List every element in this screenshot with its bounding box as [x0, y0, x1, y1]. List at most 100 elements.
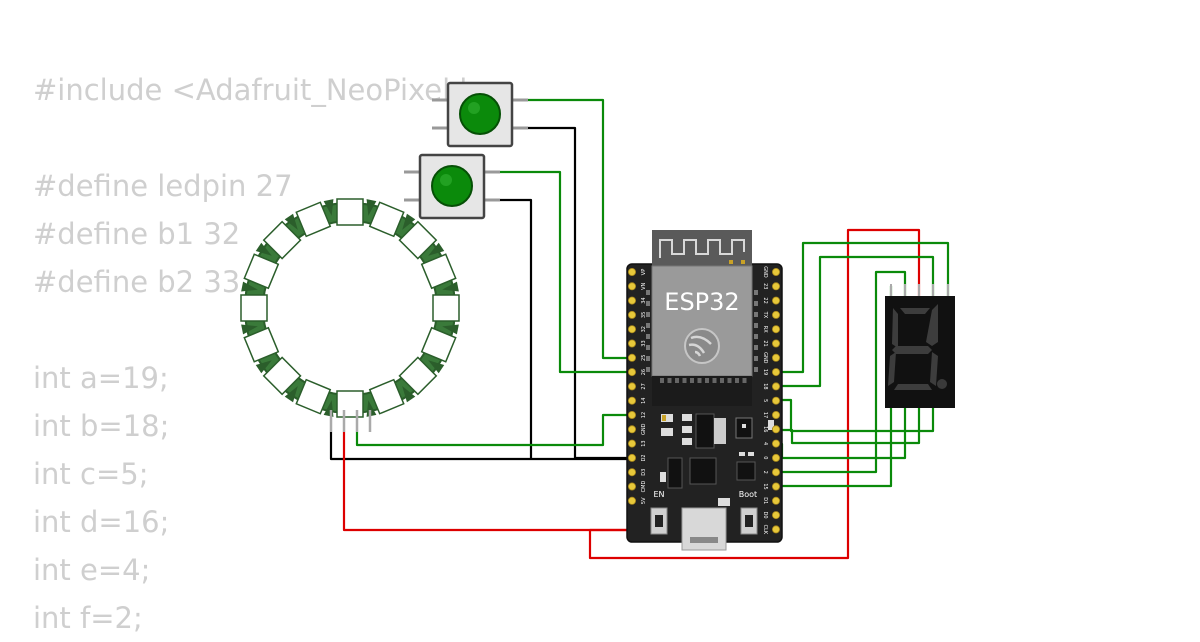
button2-cap[interactable] [431, 165, 473, 207]
esp32-pin[interactable]: 35 [628, 310, 647, 319]
module-pad [754, 356, 758, 361]
led-spacer [284, 386, 298, 403]
esp32-pin[interactable]: CLK [762, 525, 781, 535]
esp32-pin[interactable]: 12 [628, 410, 647, 419]
esp32-pin[interactable]: 15 [762, 482, 781, 491]
neopixel-led[interactable] [368, 201, 405, 238]
pin-label: 25 [641, 355, 647, 361]
esp32-pin[interactable]: 2 [762, 468, 781, 477]
esp32-pin[interactable]: GND [628, 423, 647, 435]
esp32-pin[interactable]: CMD [628, 481, 647, 493]
esp32-pin[interactable]: GND [762, 266, 781, 278]
esp32-pin[interactable]: D3 [628, 468, 647, 477]
esp32-pin[interactable]: GND [762, 352, 781, 364]
neopixel-led[interactable] [295, 201, 332, 238]
pin-label: 5 [762, 399, 768, 402]
neopixel-led[interactable] [420, 326, 457, 363]
esp32-pin[interactable]: 33 [628, 339, 647, 348]
esp32-pin[interactable]: D1 [762, 496, 781, 505]
esp32-board[interactable]: ESP32 [626, 230, 783, 551]
module-pad [646, 312, 650, 317]
wire-seg-d[interactable] [776, 400, 921, 445]
esp32-pin[interactable]: D0 [762, 511, 781, 520]
neopixel-led[interactable] [243, 253, 280, 290]
wire-ring-data[interactable] [355, 413, 632, 447]
neopixel-led[interactable] [262, 356, 302, 396]
pin-label: 2 [762, 471, 768, 474]
pin-label: D0 [762, 512, 768, 519]
esp32-pin[interactable]: D2 [628, 453, 647, 462]
neopixel-led[interactable] [336, 198, 364, 226]
display-segment [930, 352, 938, 386]
wire-button2-gnd[interactable] [500, 198, 533, 458]
esp32-pin[interactable]: 26 [628, 368, 647, 377]
esp32-pin[interactable]: 25 [628, 353, 647, 362]
ring-pins [329, 410, 372, 432]
push-button-2[interactable] [404, 153, 500, 220]
wire-button2-signal[interactable] [500, 170, 632, 374]
esp32-pin[interactable]: RX [762, 325, 781, 334]
esp32-pin[interactable]: 5V [628, 496, 647, 505]
wire-seg-e[interactable] [776, 400, 907, 460]
wire-button1-signal[interactable] [528, 98, 632, 360]
wire-seg-f[interactable] [776, 270, 907, 474]
pin-label: GND [641, 423, 647, 435]
neopixel-led[interactable] [398, 356, 438, 396]
push-button-1[interactable] [432, 81, 528, 148]
neopixel-led[interactable] [295, 378, 332, 415]
pin-label: 23 [762, 283, 768, 289]
esp32-pin[interactable]: 32 [628, 325, 647, 334]
wire-seg-a[interactable] [776, 241, 950, 374]
esp32-pin[interactable]: 17 [762, 410, 781, 419]
pin-label: 13 [641, 440, 647, 446]
wire-display-common[interactable] [588, 228, 921, 560]
wire-seg-b[interactable] [776, 255, 935, 388]
esp32-pin[interactable]: 4 [762, 439, 781, 448]
display-segment [892, 308, 898, 348]
display-segment [926, 304, 938, 346]
neopixel-ring[interactable] [240, 198, 460, 432]
neopixel-led[interactable] [432, 294, 460, 322]
pin-label: CMD [641, 481, 647, 493]
en-button-label: EN [653, 490, 664, 499]
neopixel-led[interactable] [398, 220, 438, 260]
seven-segment-display[interactable] [885, 284, 955, 408]
esp32-pin[interactable]: 27 [628, 382, 647, 391]
neopixel-led[interactable] [420, 253, 457, 290]
module-pad [705, 378, 709, 383]
wire-ring-gnd[interactable] [329, 432, 632, 461]
esp32-pin[interactable]: 23 [762, 282, 781, 291]
led-spacer [255, 242, 272, 256]
esp32-pin[interactable]: VP [628, 267, 647, 276]
esp32-pin[interactable]: 5 [762, 396, 781, 405]
esp32-pin[interactable]: 14 [628, 396, 647, 405]
led-spacer [402, 386, 416, 403]
display-segment [894, 384, 932, 390]
neopixel-led[interactable] [262, 220, 302, 260]
module-pad [754, 323, 758, 328]
module-pad [697, 378, 702, 383]
esp32-pin[interactable]: VN [628, 282, 647, 291]
wire-button1-gnd[interactable] [528, 126, 632, 460]
module-pad [660, 378, 664, 383]
neopixel-led[interactable] [368, 378, 405, 415]
esp32-pin[interactable]: 19 [762, 368, 781, 377]
button1-cap[interactable] [459, 93, 501, 135]
micro-usb-port[interactable] [681, 507, 727, 551]
pin-label: 15 [762, 483, 768, 489]
esp32-pin[interactable]: 13 [628, 439, 647, 448]
esp32-pin[interactable]: 18 [762, 382, 781, 391]
neopixel-led[interactable] [336, 390, 364, 418]
esp32-pin[interactable]: 21 [762, 339, 781, 348]
esp32-pin[interactable]: TX [762, 311, 781, 319]
neopixel-led[interactable] [240, 294, 268, 322]
esp32-pin[interactable]: 34 [628, 296, 647, 305]
antenna [652, 230, 752, 268]
module-pad [754, 312, 758, 317]
neopixel-led[interactable] [243, 326, 280, 363]
esp32-pin[interactable]: 22 [762, 296, 781, 305]
code-line: int b=18; [33, 409, 170, 443]
wire-ring-vcc[interactable] [342, 432, 632, 532]
esp32-pin[interactable]: 16 [762, 425, 781, 434]
esp32-pin[interactable]: 0 [762, 453, 781, 462]
